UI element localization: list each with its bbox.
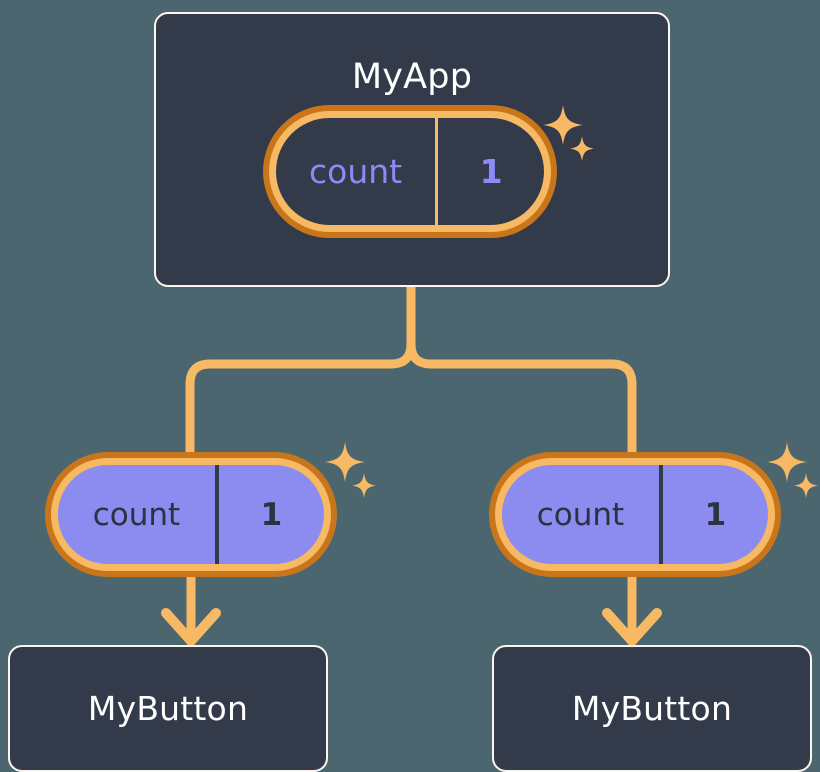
four-point-star-small-icon bbox=[794, 473, 818, 498]
state-pill-left-body: count 1 bbox=[58, 465, 324, 564]
state-pill-app-value: 1 bbox=[479, 152, 503, 191]
state-pill-right-body: count 1 bbox=[502, 465, 768, 564]
state-pill-right-key: count bbox=[502, 465, 663, 564]
state-pill-right-value: 1 bbox=[704, 496, 727, 533]
arrow-head-left bbox=[161, 608, 221, 649]
state-pill-left-value: 1 bbox=[260, 496, 283, 533]
state-pill-right-ring: count 1 bbox=[495, 458, 775, 571]
state-pill-left[interactable]: count 1 bbox=[45, 452, 337, 577]
connector-trunk-split bbox=[185, 282, 416, 457]
button-component-card-right[interactable]: MyButton bbox=[492, 645, 812, 772]
state-pill-left-key: count bbox=[58, 465, 219, 564]
four-point-star-icon bbox=[325, 442, 365, 482]
button-component-card-left[interactable]: MyButton bbox=[8, 645, 328, 772]
state-pill-right[interactable]: count 1 bbox=[489, 452, 781, 577]
button-component-title-left: MyButton bbox=[87, 689, 249, 728]
connector-trunk-split-right bbox=[406, 339, 637, 457]
four-point-star-small-icon bbox=[352, 473, 376, 498]
state-pill-app[interactable]: count 1 bbox=[263, 105, 557, 238]
state-pill-app-body: count 1 bbox=[276, 118, 544, 225]
state-pill-app-key: count bbox=[276, 118, 439, 225]
button-component-title-right: MyButton bbox=[571, 689, 733, 728]
app-component-title: MyApp bbox=[351, 57, 473, 97]
arrow-head-right bbox=[602, 608, 662, 649]
four-point-star-icon bbox=[767, 442, 807, 482]
state-pill-app-ring: count 1 bbox=[269, 111, 551, 232]
state-pill-left-ring: count 1 bbox=[51, 458, 331, 571]
